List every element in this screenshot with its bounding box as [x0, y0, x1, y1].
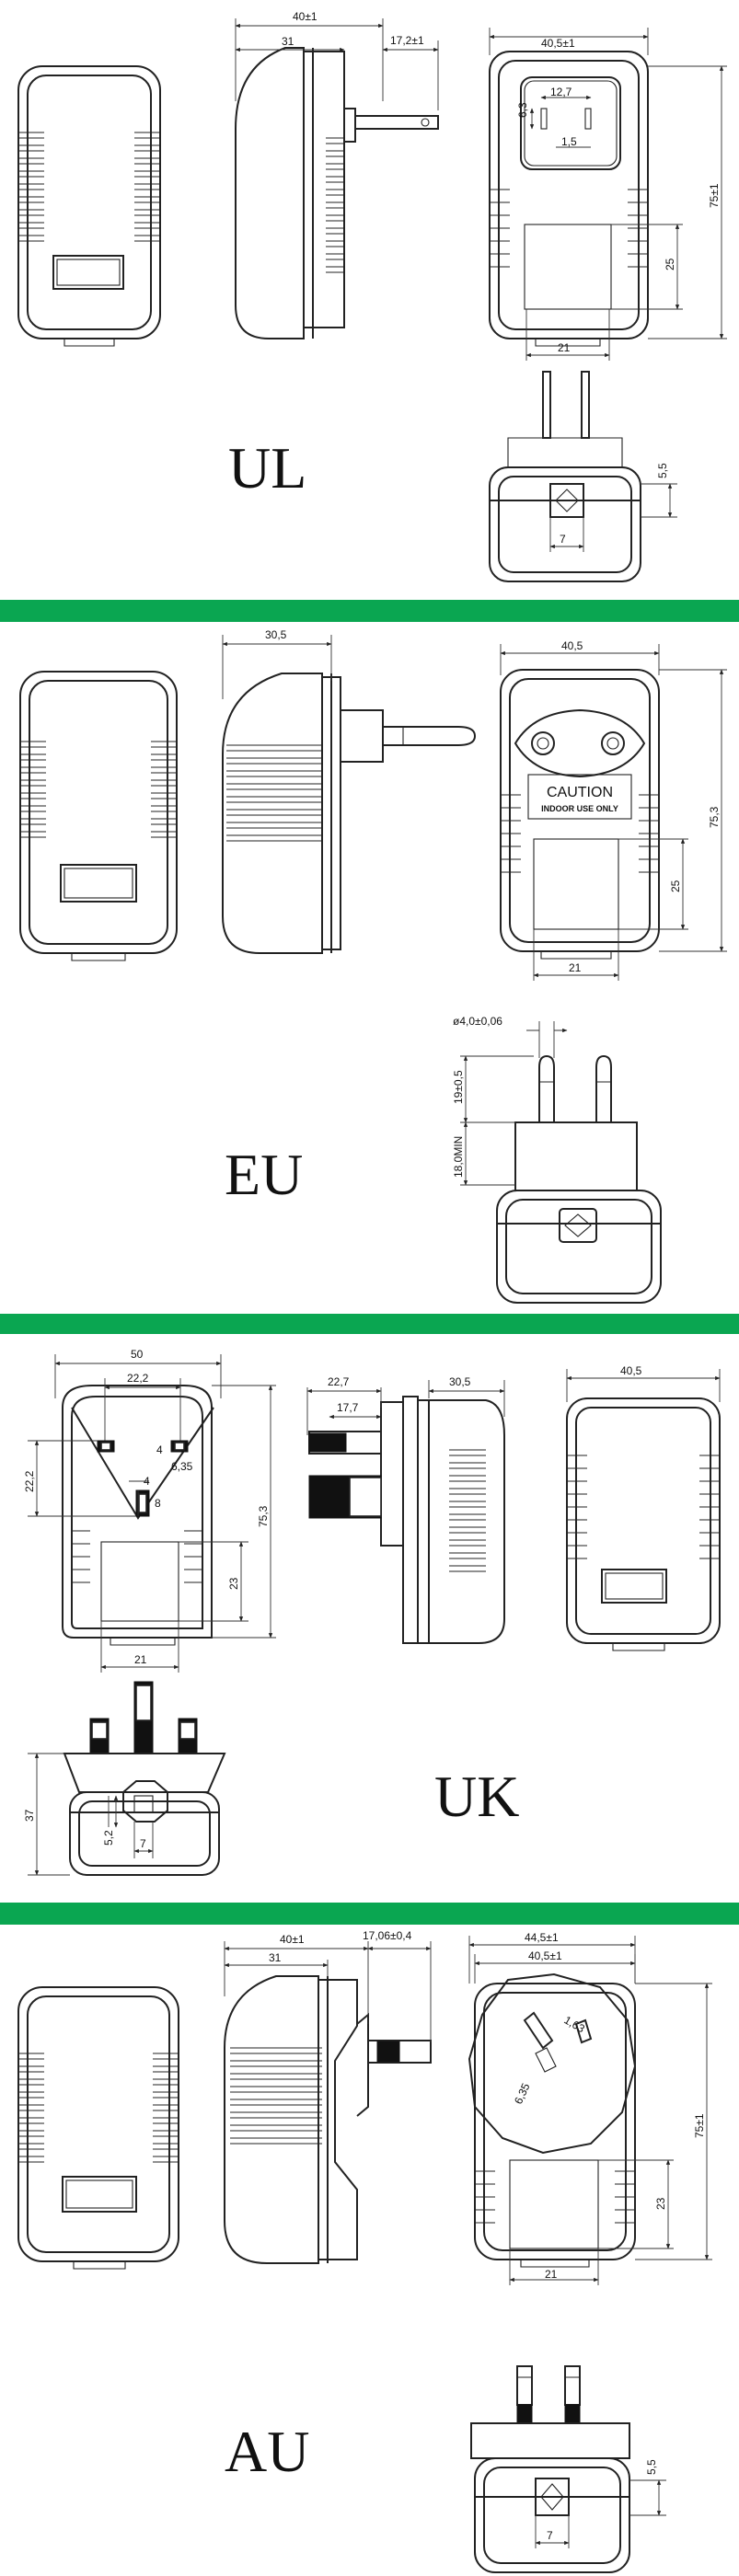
au-dim-pin-a: 1,63	[562, 2013, 588, 2035]
ul-dim-pin-len: 17,2±1	[390, 34, 424, 47]
au-back-view	[17, 1986, 179, 2270]
eu-dim-side-body: 30,5	[265, 628, 287, 641]
uk-dim-side-body: 30,5	[449, 1375, 471, 1388]
eu-caution-title: CAUTION	[547, 785, 613, 800]
divider-eu-uk	[0, 1314, 739, 1334]
uk-dim-bottom-a: 5,2	[102, 1830, 115, 1846]
ul-dim-height: 75±1	[708, 183, 721, 208]
eu-back-view	[19, 671, 178, 961]
uk-dim-lower-h: 23	[227, 1577, 240, 1590]
ul-dim-bottom-h: 5,5	[656, 463, 669, 478]
uk-label: UK	[434, 1764, 519, 1829]
uk-dim-side-pin-inner: 17,7	[337, 1401, 359, 1414]
uk-dim-pin-c: 4	[144, 1475, 150, 1488]
ul-front-view: 40,5±1 12,7 6,3 1,5 75±1 25 21	[489, 28, 727, 361]
au-dim-side-body: 31	[269, 1951, 282, 1964]
eu-dim-front-width: 40,5	[561, 639, 583, 652]
ul-dim-lower-h: 25	[664, 258, 676, 270]
uk-side-view: 22,7 17,7 30,5	[306, 1375, 505, 1644]
ul-dim-bottom-w: 7	[560, 533, 566, 546]
au-dim-pin-b: 6,35	[512, 2081, 533, 2106]
au-dim-side-total: 40±1	[280, 1933, 305, 1946]
au-dim-bottom-h: 5,5	[645, 2459, 658, 2475]
eu-dim-pin-min: 18,0MIN	[452, 1136, 465, 1178]
eu-caution-sub: INDOOR USE ONLY	[541, 804, 618, 813]
uk-dim-side-pin: 22,7	[328, 1375, 350, 1388]
uk-section: 50 22,2 22,2 4 6,35 4 8 75,3 23 21	[23, 1348, 721, 1876]
au-label: AU	[225, 2419, 309, 2484]
ul-side-view: 40±1 31 17,2±1	[235, 10, 439, 339]
eu-dim-height: 75,3	[708, 806, 721, 828]
eu-side-view: 30,5	[222, 628, 477, 954]
ul-back-view	[17, 65, 161, 347]
uk-dim-bottom-b: 7	[140, 1837, 146, 1850]
ul-bottom-view: 5,5 7	[489, 371, 677, 582]
ul-dim-lower-w: 21	[558, 341, 571, 354]
divider-ul-eu	[0, 600, 739, 622]
ul-section: 40±1 31 17,2±1	[17, 10, 727, 582]
eu-dim-lower-h: 25	[669, 880, 682, 892]
ul-dim-side-body: 31	[282, 35, 294, 48]
eu-dim-lower-w: 21	[569, 961, 582, 974]
uk-dim-pin-b: 6,35	[171, 1460, 193, 1473]
au-section: 40±1 31 17,06±0,4 44,5±1	[17, 1929, 712, 2573]
ul-dim-pin-w: 6,3	[516, 102, 529, 118]
uk-back-view: 40,5	[566, 1364, 721, 1651]
ul-dim-side-total: 40±1	[293, 10, 318, 23]
au-side-view: 40±1 31 17,06±0,4	[224, 1929, 432, 2264]
eu-dim-pin-len: 19±0,5	[452, 1070, 465, 1104]
eu-front-view: CAUTION INDOOR USE ONLY 40,5 75,3 25 21	[500, 639, 727, 981]
au-dim-height: 75±1	[693, 2113, 706, 2138]
au-front-view: 44,5±1 40,5±1 1,63 6,35 75±1 23 21	[468, 1931, 712, 2285]
ul-dim-pin-spacing: 12,7	[550, 86, 572, 98]
divider-uk-au	[0, 1903, 739, 1925]
au-dim-front-width: 40,5±1	[528, 1949, 562, 1962]
eu-bottom-view: ø4,0±0,06 19±0,5 18,0MIN	[452, 1015, 662, 1304]
uk-bottom-view: 37 5,2 7	[23, 1681, 226, 1876]
eu-dim-pin-dia: ø4,0±0,06	[453, 1015, 502, 1028]
uk-dim-pin-a: 4	[156, 1443, 163, 1456]
au-dim-pin-len: 17,06±0,4	[363, 1929, 412, 1942]
uk-dim-width: 50	[131, 1348, 144, 1361]
eu-label: EU	[225, 1142, 303, 1207]
uk-dim-bottom-h: 37	[23, 1809, 36, 1822]
au-dim-bottom-w: 7	[547, 2529, 553, 2542]
uk-dim-back-width: 40,5	[620, 1364, 642, 1377]
uk-dim-pin-d: 8	[155, 1497, 161, 1510]
au-bottom-view: 5,5 7	[470, 2365, 666, 2573]
ul-label: UL	[228, 435, 306, 500]
ul-dim-front-width: 40,5±1	[541, 37, 575, 50]
ul-dim-pin-t: 1,5	[561, 135, 577, 148]
uk-dim-lower-w: 21	[134, 1653, 147, 1666]
au-dim-lower-h: 23	[654, 2197, 667, 2210]
uk-front-view: 50 22,2 22,2 4 6,35 4 8 75,3 23 21	[23, 1348, 276, 1673]
uk-dim-pin-side: 22,2	[23, 1470, 36, 1492]
au-dim-lower-w: 21	[545, 2268, 558, 2281]
au-dim-front-total: 44,5±1	[525, 1931, 559, 1944]
uk-dim-pin-spacing: 22,2	[127, 1372, 149, 1385]
uk-dim-height: 75,3	[257, 1505, 270, 1527]
eu-section: 30,5 CAUTION INDOOR USE ONLY 40	[19, 628, 727, 1304]
